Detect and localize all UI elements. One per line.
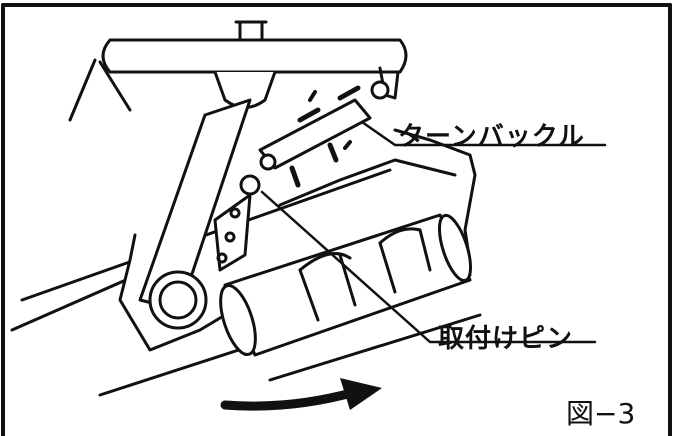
turnbuckle-assembly [258,80,390,188]
figure-number: 図−3 [566,397,636,430]
mounting-pin-label: 取付けピン [438,324,574,354]
handle-bar [101,20,408,109]
turnbuckle-label: ターンバックル [398,122,585,152]
rotor-drum [219,213,473,357]
support-arm [138,98,252,330]
figure-frame [1,3,672,436]
leader-lines [260,120,607,344]
rotation-arrow-icon [220,378,382,411]
mounting-pin [239,174,261,196]
